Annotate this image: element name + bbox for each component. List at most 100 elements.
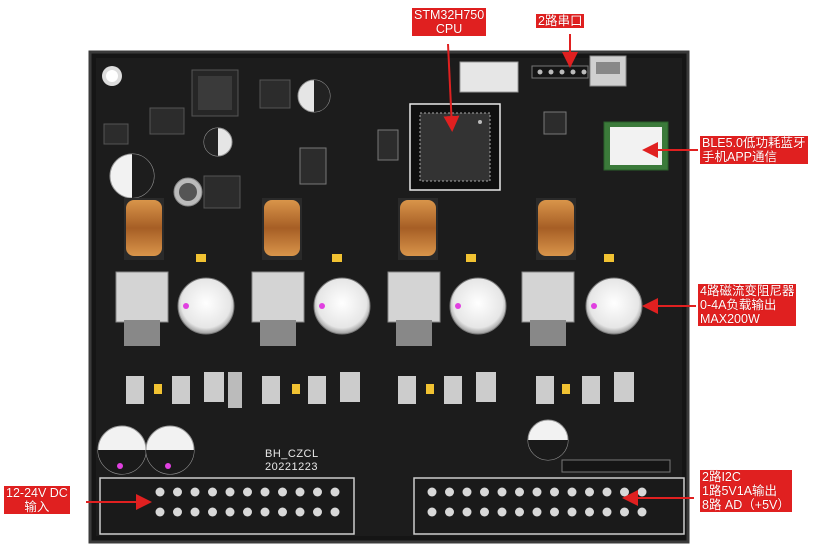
inductor-l2 [191,69,239,117]
callout-cpu-line2: CPU [412,22,487,36]
cpu-outline [409,103,501,191]
callout-damper-line3: MAX200W [698,312,797,326]
damper-channel-2 [251,198,371,404]
terminal-j7 [99,477,355,535]
damper-channel-4 [521,198,643,404]
terminal-pin [620,487,629,497]
board-name: BH_CZCL [265,448,319,460]
board-date: 20221223 [265,461,318,473]
capacitor [527,419,569,461]
terminal-pin [462,487,472,497]
terminal-io [413,477,685,535]
terminal-pin [313,487,322,497]
terminal-pin [532,487,542,497]
terminal-pin [445,507,454,517]
callout-power-line1: 12-24V DC [4,486,70,500]
terminal-pin [260,507,270,517]
callout-io-line1: 2路I2C [700,470,792,484]
ic-u4 [543,111,567,135]
terminal-pin [445,487,454,497]
input-capacitor [97,425,147,475]
crystal-y2 [377,129,399,161]
terminal-pin [155,487,165,497]
ic-ldo [203,175,241,209]
terminal-pin [190,507,200,517]
terminal-pin [497,487,507,497]
terminal-pin [313,507,322,517]
callout-cpu-line1: STM32H750 [412,8,487,22]
capacitor [203,127,233,157]
capacitor [297,79,331,113]
callout-io-line2: 1路5V1A输出 [700,484,792,498]
terminal-pin [427,507,437,517]
callout-io-line3: 8路 AD（+5V） [700,498,792,512]
terminal-pin [208,507,217,517]
mount-hole [102,66,122,86]
terminal-pin [295,487,305,497]
callout-ble-line1: BLE5.0低功耗蓝牙 [700,136,808,150]
terminal-pin [637,487,647,497]
callout-power-line2: 输入 [4,500,70,514]
callout-power: 12-24V DC 输入 [4,486,70,514]
terminal-pin [585,507,594,517]
terminal-pin [497,507,507,517]
terminal-pin [567,487,577,497]
terminal-pin [480,507,489,517]
ic-sop [299,147,327,185]
terminal-pin [515,507,524,517]
terminal-pin [567,507,577,517]
terminal-pin [330,507,340,517]
terminal-pin [190,487,200,497]
callout-damper-line2: 0-4A负载输出 [698,298,797,312]
led-indicators [154,254,614,394]
connector-header [459,61,519,93]
terminal-pin [243,507,252,517]
terminal-pin [427,487,437,497]
terminal-pin [532,507,542,517]
input-capacitor [145,425,195,475]
terminal-pin [243,487,252,497]
callout-io: 2路I2C 1路5V1A输出 8路 AD（+5V） [700,470,792,512]
callout-ble-line2: 手机APP通信 [700,150,808,164]
callout-damper: 4路磁流变阻尼器 0-4A负载输出 MAX200W [698,284,797,326]
terminal-pin [173,487,182,497]
mount-hole [662,512,678,528]
terminal-pin [173,507,182,517]
terminal-pin [550,487,559,497]
callout-uart: 2路串口 [536,14,585,28]
terminal-pin [278,507,287,517]
arrow-cpu [443,43,460,132]
usb-connector [589,55,627,87]
capacitor-c36 [109,153,155,199]
terminal-pin [208,487,217,497]
terminal-pin [637,507,647,517]
terminal-pin [515,487,524,497]
damper-channel-3 [387,198,507,404]
header-j4 [561,459,671,473]
terminal-pin [278,487,287,497]
terminal-pin [225,507,235,517]
ic-small [103,123,129,145]
terminal-pin [602,487,612,497]
terminal-pin [260,487,270,497]
uart-header [531,65,589,79]
callout-ble: BLE5.0低功耗蓝牙 手机APP通信 [700,136,808,164]
terminal-pin [602,507,612,517]
callout-uart-line: 2路串口 [536,14,585,28]
cpu-chip [419,112,491,182]
callout-cpu: STM32H750 CPU [412,8,487,36]
terminal-pin [155,507,165,517]
terminal-pin [550,507,559,517]
terminal-pin [225,487,235,497]
terminal-pin [462,507,472,517]
terminal-pin [295,507,305,517]
ic-u5 [149,107,185,135]
terminal-pin [620,507,629,517]
terminal-pin [330,487,340,497]
damper-channel-1 [115,198,242,408]
ble-module [603,121,669,171]
callout-damper-line1: 4路磁流变阻尼器 [698,284,797,298]
terminal-pin [585,487,594,497]
